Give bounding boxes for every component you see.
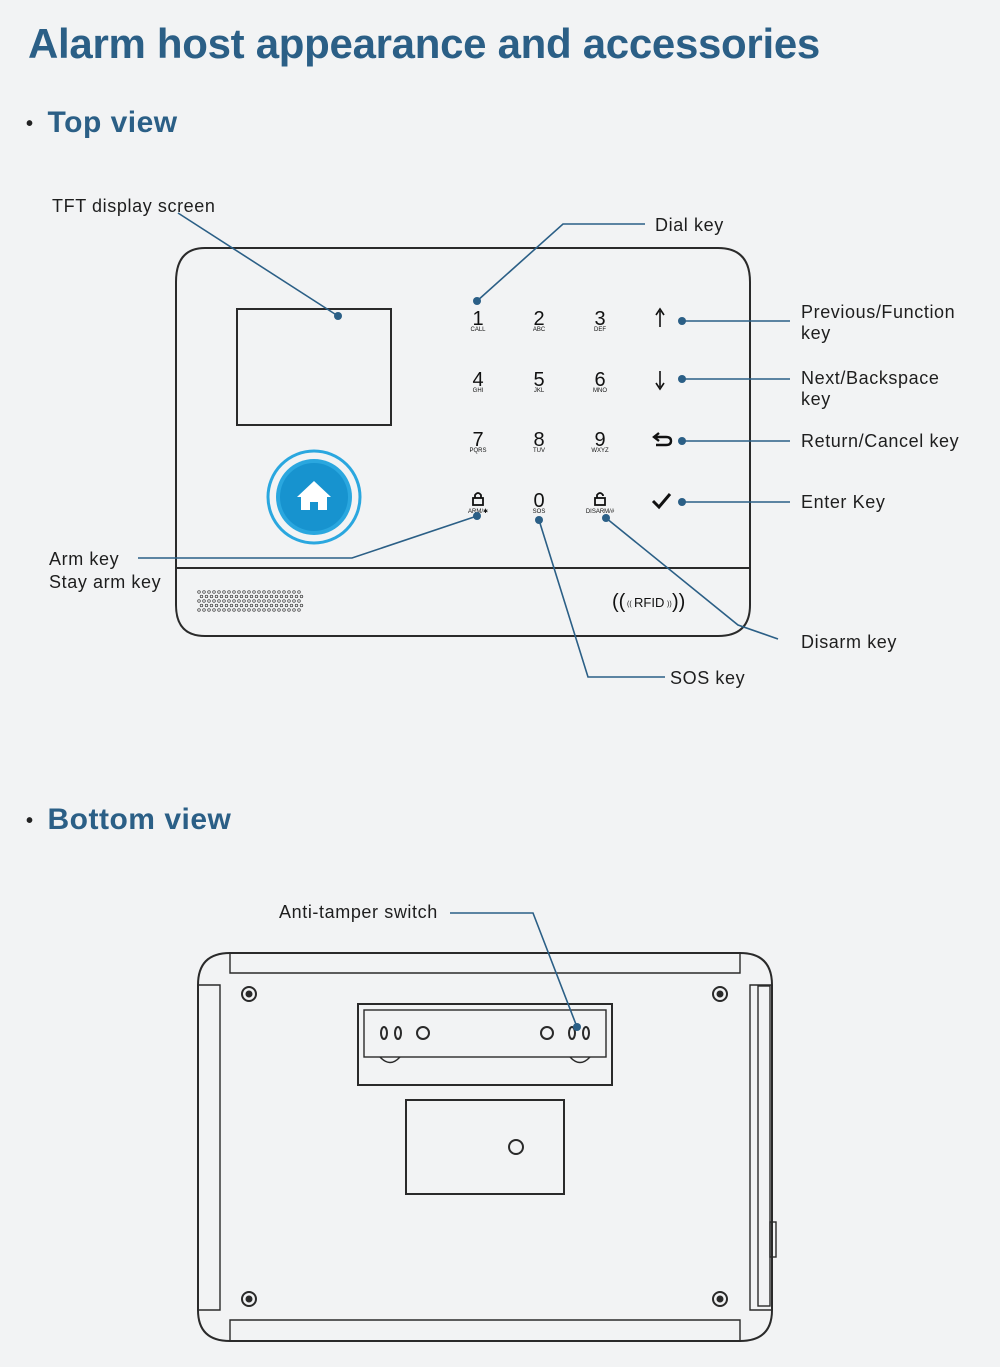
bracket-hole-left [416,1026,430,1040]
side-rail [757,985,771,1307]
anti-tamper-leader-line [450,912,578,1028]
keypad-key[interactable]: DISARM/# [586,492,615,515]
leader-dots [334,297,686,524]
mounting-bracket [357,1003,613,1086]
svg-text:)): )) [667,601,672,608]
device-body-outline [175,247,751,637]
keypad-key-letters: PQRS [469,448,486,454]
keypad-key-letters: WXYZ [591,448,609,454]
screw-top-right-icon [712,986,728,1002]
callout-next-key: Next/Backspace key [801,368,939,410]
side-port [769,1221,777,1258]
callout-disarm-key: Disarm key [801,632,898,652]
callout-next-line1: Next/Backspace [801,368,940,388]
svg-text:((: (( [627,601,632,608]
lock-icon [472,492,484,506]
callout-previous-key: Previous/Function key [801,302,955,344]
page-title: Alarm host appearance and accessories [28,20,820,67]
bracket-slot-left-1 [380,1026,388,1040]
callout-previous-line2: key [801,323,831,343]
keypad-key-letters: SOS [533,509,546,515]
screw-bottom-right-icon [712,1291,728,1307]
top-view-heading-text: Top view [47,106,178,139]
bracket-inner [363,1009,607,1058]
keypad-key-number: 3 [594,308,605,330]
screw-bottom-left-icon [241,1291,257,1307]
callout-arm-line1: Arm key [49,549,120,569]
callout-sos-key: SOS key [670,668,746,688]
callout-arm-key: Arm key Stay arm key [49,548,161,594]
battery-cover-screw [508,1139,524,1155]
bottom-inner-frame [198,953,772,1341]
battery-cover [405,1099,565,1195]
keypad-key-letters: MNO [593,388,607,394]
anti-tamper-leader-dot [573,1023,581,1031]
callout-return-cancel-key: Return/Cancel key [801,431,960,451]
rfid-label: (( (( RFID )) )) [612,591,685,613]
up-arrow-icon[interactable] [655,307,665,327]
bottom-view-heading: •Bottom view [26,803,232,836]
screw-top-left-icon [241,986,257,1002]
speaker-grille [197,590,304,612]
keypad-key-letters: ARM/✱ [468,508,488,515]
return-arrow-icon[interactable] [652,432,673,447]
home-icon [297,481,331,510]
keypad-key-number: 1 [472,308,483,330]
callout-arm-line2: Stay arm key [49,572,162,592]
bracket-slot-right-2 [582,1026,590,1040]
keypad-key-number: 6 [594,369,605,391]
keypad-key-number: 5 [533,369,544,391]
bottom-body-outline [197,952,773,1342]
callout-tft: TFT display screen [52,196,216,216]
keypad-key-letters: JKL [534,388,545,394]
bracket-slot-left-2 [394,1026,402,1040]
home-button[interactable] [266,449,362,545]
callout-enter-key: Enter Key [801,492,886,512]
keypad-key-number: 8 [533,429,544,451]
callout-previous-line1: Previous/Function [801,302,956,322]
down-arrow-icon[interactable] [655,371,665,391]
keypad-key-letters: GHI [473,388,484,394]
keypad-key-number: 7 [472,429,483,451]
keypad-key[interactable]: ARM/✱ [468,492,488,515]
keypad-key-number: 2 [533,308,544,330]
unlock-icon [594,492,606,506]
checkmark-icon[interactable] [651,493,672,510]
keypad-key-number: 0 [533,490,544,512]
svg-text:)): )) [672,591,685,613]
keypad-key-letters: ABC [533,327,546,333]
keypad-key-number: 9 [594,429,605,451]
bracket-slot-right-1 [568,1026,576,1040]
keypad-key-letters: TUV [533,448,545,454]
keypad-key-number: 4 [472,369,483,391]
tft-screen [236,308,392,426]
leader-lines [138,212,790,678]
keypad-key-letters: DEF [594,327,606,333]
callout-anti-tamper: Anti-tamper switch [279,902,438,922]
keypad-key-letters: DISARM/# [586,509,615,515]
callout-next-line2: key [801,389,831,409]
top-view-heading: •Top view [26,106,178,139]
svg-text:((: (( [612,591,626,613]
callout-dial-key: Dial key [655,215,724,235]
keypad-key-letters: CALL [470,327,486,333]
bracket-hole-right [540,1026,554,1040]
rfid-text: RFID [634,595,664,610]
bracket-tabs [379,1056,591,1064]
bottom-view-heading-text: Bottom view [47,803,232,836]
